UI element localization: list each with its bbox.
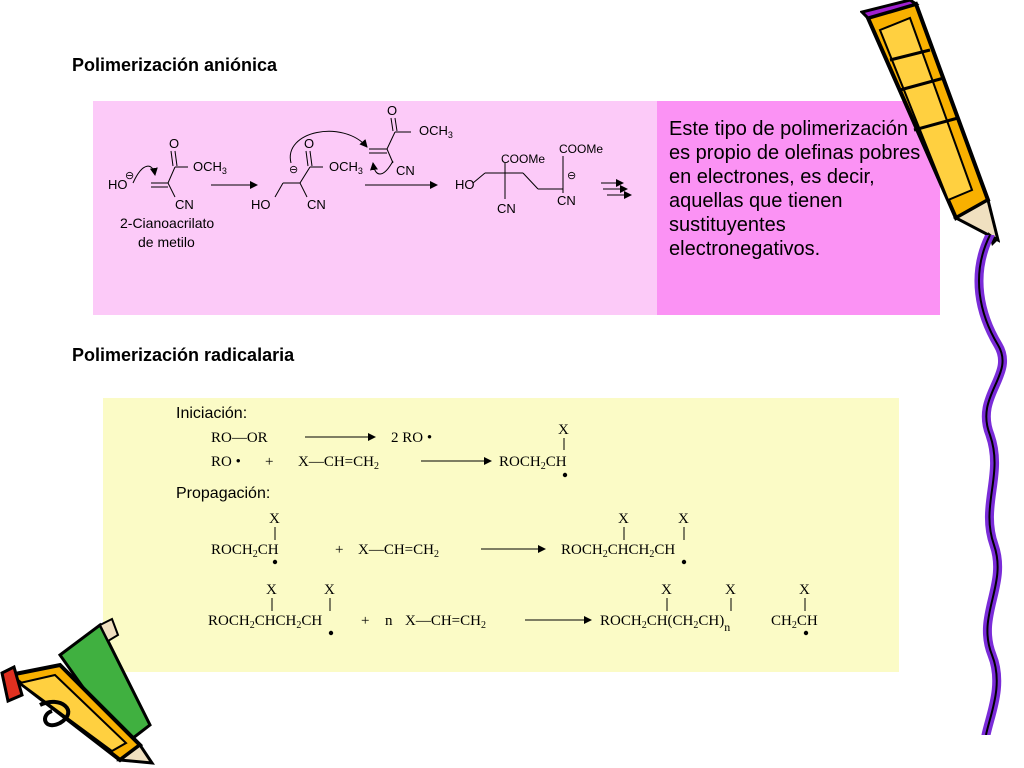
- anionic-description: Este tipo de polimerización es propio de…: [657, 101, 940, 315]
- radical-mechanism-diagram: Iniciación: RO—OR 2 RO • RO • + X—CH=CH2…: [176, 405, 818, 636]
- svg-text:HO: HO: [251, 197, 271, 212]
- anionic-mechanism-diagram: O OCH3 CN HO ⊖ 2-Cianoacrilato de metilo…: [108, 103, 632, 250]
- monomer-name-line1: 2-Cianoacrilato: [120, 215, 214, 231]
- svg-text:O: O: [387, 103, 397, 118]
- svg-text:+: +: [335, 542, 343, 558]
- svg-text:OCH3: OCH3: [419, 123, 453, 140]
- svg-text:X: X: [725, 582, 736, 598]
- anionic-scheme-panel: O OCH3 CN HO ⊖ 2-Cianoacrilato de metilo…: [93, 101, 657, 315]
- svg-text:ROCH2CHCH2CH: ROCH2CHCH2CH: [561, 542, 675, 560]
- svg-text:X: X: [558, 422, 569, 438]
- initiation-label: Iniciación:: [176, 405, 247, 422]
- radical-scheme-panel: Iniciación: RO—OR 2 RO • RO • + X—CH=CH2…: [103, 398, 899, 672]
- svg-text:X: X: [678, 511, 689, 527]
- svg-text:X: X: [324, 582, 335, 598]
- svg-text:CN: CN: [497, 201, 516, 216]
- pencil-clipart-top-right: [860, 0, 1000, 246]
- svg-text:X—CH=CH2: X—CH=CH2: [298, 454, 379, 472]
- svg-text:⊖: ⊖: [289, 164, 298, 176]
- monomer-o: O: [169, 136, 179, 151]
- wavy-line-right: [974, 235, 1008, 735]
- svg-text:X: X: [799, 582, 810, 598]
- monomer-ho: HO: [108, 177, 128, 192]
- svg-text:ROCH2CHCH2CH: ROCH2CHCH2CH: [208, 613, 322, 631]
- svg-text:ROCH2CH: ROCH2CH: [499, 454, 567, 472]
- svg-text:O: O: [304, 136, 314, 151]
- svg-text:RO •: RO •: [211, 454, 241, 470]
- svg-text:CN: CN: [557, 193, 576, 208]
- heading-radical: Polimerización radicalaria: [72, 345, 295, 365]
- svg-text:X—CH=CH2: X—CH=CH2: [405, 613, 486, 631]
- svg-text:+: +: [265, 454, 273, 470]
- heading-anionic: Polimerización aniónica: [72, 55, 278, 75]
- svg-text:X: X: [618, 511, 629, 527]
- svg-text:CN: CN: [396, 163, 415, 178]
- peroxide: RO—OR: [211, 430, 268, 446]
- svg-text:n: n: [385, 613, 393, 629]
- propagation-label: Propagación:: [176, 485, 270, 502]
- svg-text:X: X: [266, 582, 277, 598]
- pencil-clipart-bottom-left: [0, 617, 155, 765]
- monomer-name-line2: de metilo: [138, 234, 195, 250]
- svg-text:⊖: ⊖: [567, 170, 576, 182]
- svg-text:+: +: [361, 613, 369, 629]
- svg-text:ROCH2CH: ROCH2CH: [211, 542, 279, 560]
- svg-text:X: X: [661, 582, 672, 598]
- svg-text:HO: HO: [455, 177, 475, 192]
- svg-text:COOMe: COOMe: [501, 152, 545, 166]
- svg-text:CH2CH: CH2CH: [771, 613, 818, 631]
- svg-text:ROCH2CH(CH2CH)nROCH: ROCH2CH(CH2CH)nROCH: [600, 613, 730, 634]
- alkoxy-radicals: 2 RO •: [391, 430, 432, 446]
- svg-text:OCH3: OCH3: [193, 159, 227, 176]
- svg-text:⊖: ⊖: [125, 170, 134, 182]
- svg-text:OCH3: OCH3: [329, 159, 363, 176]
- svg-text:CN: CN: [307, 197, 326, 212]
- svg-text:COOMe: COOMe: [559, 142, 603, 156]
- svg-text:X—CH=CH2: X—CH=CH2: [358, 542, 439, 560]
- svg-text:X: X: [269, 511, 280, 527]
- monomer-cn: CN: [175, 197, 194, 212]
